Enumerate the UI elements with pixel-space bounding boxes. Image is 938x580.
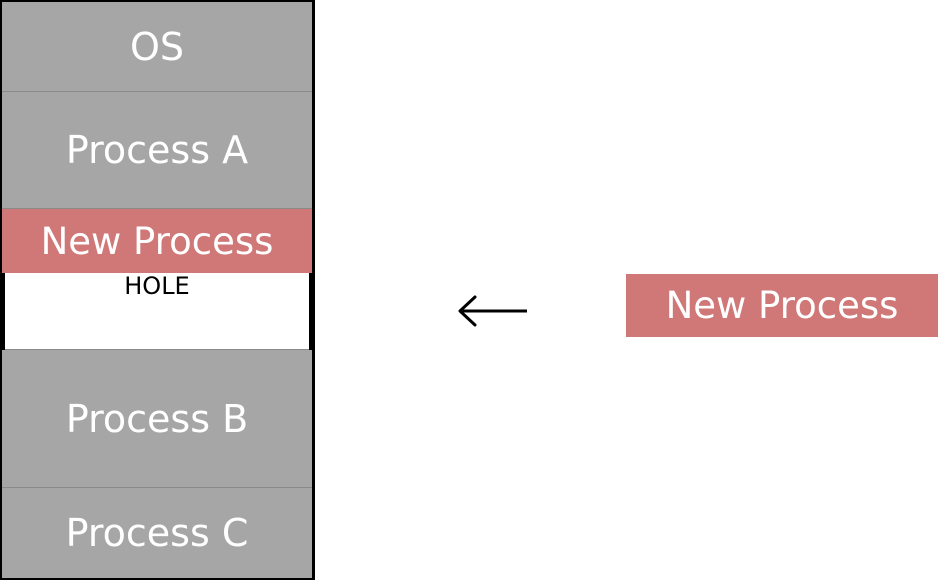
memory-block-label: Process B: [65, 396, 249, 441]
memory-block-process-a: Process A: [2, 92, 312, 209]
memory-block-label: HOLE: [124, 272, 190, 300]
left-arrow-icon: [458, 295, 527, 327]
incoming-new-process: New Process: [626, 274, 938, 337]
memory-block-new-process: New Process: [2, 209, 312, 273]
memory-block-os: OS: [2, 2, 312, 92]
memory-block-label: Process C: [65, 511, 249, 555]
memory-block-label: New Process: [40, 219, 274, 263]
memory-block-label: OS: [129, 24, 185, 69]
memory-block-label: Process A: [65, 128, 249, 172]
memory-block-hole: HOLE: [5, 272, 309, 350]
incoming-process-label: New Process: [665, 284, 899, 327]
memory-layout: OS Process A HOLE New Process Process B …: [0, 0, 315, 580]
memory-block-process-c: Process C: [2, 488, 312, 578]
memory-block-process-b: Process B: [2, 350, 312, 488]
